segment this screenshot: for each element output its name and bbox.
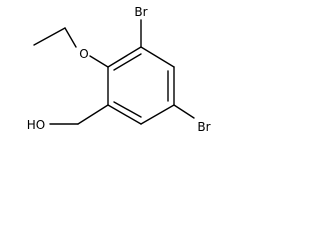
ring-double-bond-inner [113,101,142,118]
oxygen-label-ether: O [79,47,88,61]
ring-bond-c2-c3 [140,46,175,68]
benzene-ring [107,46,175,125]
ring-bond-c1-c2 [107,46,142,68]
bond-ch2-ch3 [33,27,66,46]
bromine-label-right: Br [197,120,210,134]
ring-bond-c5-c6 [107,104,142,125]
bond-c1-o [89,55,109,68]
ring-double-bond-inner [113,53,142,71]
bromine-label-top: Br [134,5,147,19]
bond-o-ch2 [64,27,77,48]
bond-c4-br [173,104,195,119]
bond-c6-ch2 [77,104,109,125]
chemical-structure: Br Br O HO [27,5,211,134]
ring-bond-c4-c5 [140,104,175,125]
hydroxyl-label: HO [27,118,45,132]
